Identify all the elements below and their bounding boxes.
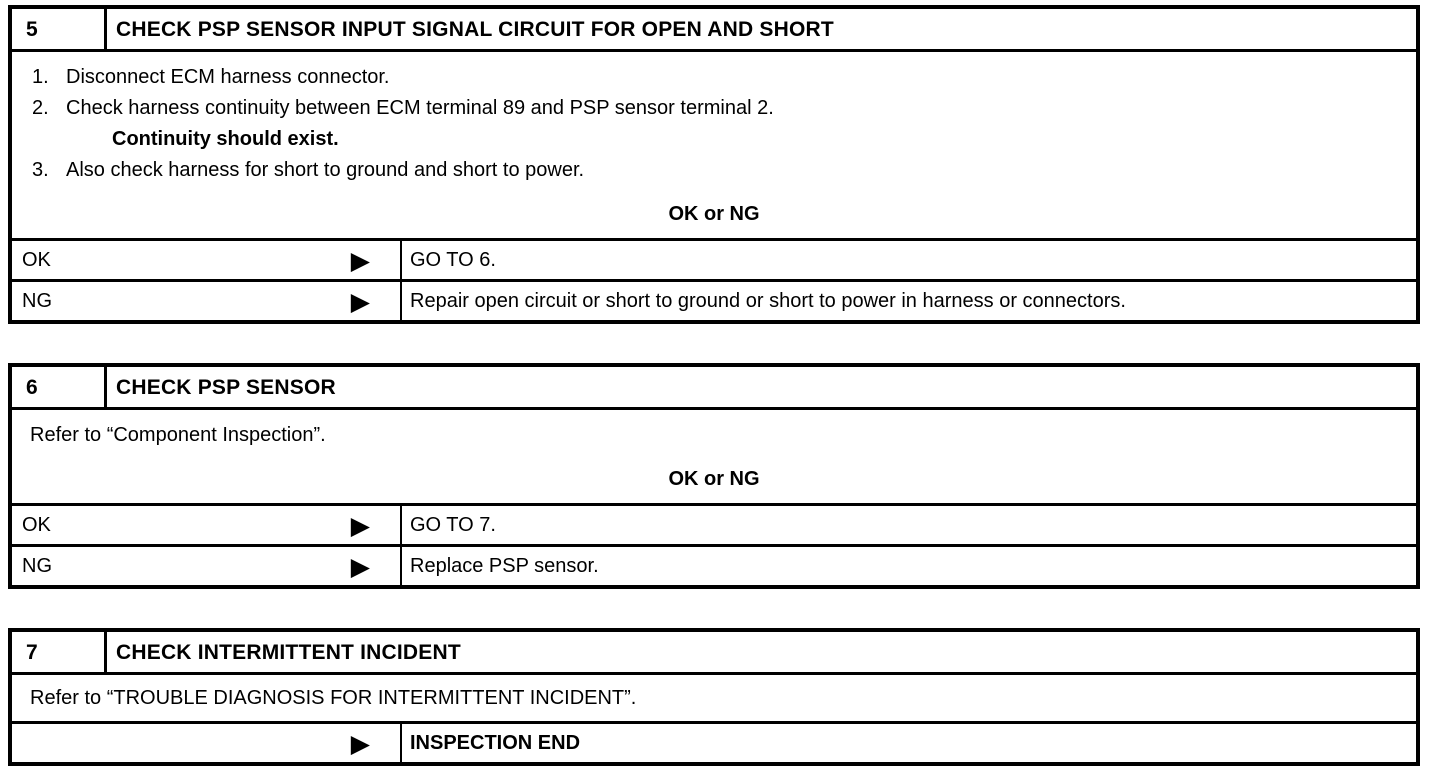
step-number: 5 (12, 9, 107, 49)
result-cell: ▶ (12, 724, 402, 762)
result-row-end: ▶ INSPECTION END (12, 721, 1416, 762)
ok-or-ng-label: OK or NG (668, 203, 760, 225)
action-text: GO TO 7. (410, 513, 496, 536)
instruction-number: 2. (32, 97, 49, 119)
result-label: OK (22, 513, 51, 536)
result-cell: OK ▶ (12, 506, 402, 544)
step-7-header: 7 CHECK INTERMITTENT INCIDENT (12, 632, 1416, 675)
instruction-text: Also check harness for short to ground a… (66, 159, 585, 181)
step-title: CHECK INTERMITTENT INCIDENT (116, 641, 461, 664)
expected-result-text: Continuity should exist. (112, 128, 339, 150)
step-number: 6 (12, 367, 107, 407)
result-label: OK (22, 248, 51, 271)
result-arrow-icon: ▶ (350, 286, 370, 316)
ok-or-ng-label: OK or NG (668, 468, 760, 490)
action-text: GO TO 6. (410, 248, 496, 271)
action-text: Repair open circuit or short to ground o… (410, 289, 1126, 312)
instruction-line: 1. Disconnect ECM harness connector. (22, 62, 1406, 93)
diagnostic-step-7-table: 7 CHECK INTERMITTENT INCIDENT Refer to “… (8, 628, 1420, 766)
step-title: CHECK PSP SENSOR (116, 376, 336, 399)
step-title: CHECK PSP SENSOR INPUT SIGNAL CIRCUIT FO… (116, 18, 834, 41)
result-label: NG (22, 289, 52, 312)
result-cell: NG ▶ (12, 547, 402, 585)
instruction-line: 2. Check harness continuity between ECM … (22, 93, 1406, 124)
instruction-number: 1. (32, 66, 49, 88)
instruction-text: Refer to “TROUBLE DIAGNOSIS FOR INTERMIT… (30, 687, 637, 709)
result-cell: NG ▶ (12, 282, 402, 320)
result-label: NG (22, 554, 52, 577)
step-7-body: Refer to “TROUBLE DIAGNOSIS FOR INTERMIT… (12, 675, 1416, 721)
action-text: INSPECTION END (410, 731, 581, 754)
step-6-body: Refer to “Component Inspection”. OK or N… (12, 410, 1416, 503)
instruction-text: Check harness continuity between ECM ter… (66, 97, 774, 119)
diagnostic-step-6-table: 6 CHECK PSP SENSOR Refer to “Component I… (8, 363, 1420, 589)
diagnostic-step-5-table: 5 CHECK PSP SENSOR INPUT SIGNAL CIRCUIT … (8, 5, 1420, 324)
step-6-header: 6 CHECK PSP SENSOR (12, 367, 1416, 410)
instruction-text: Refer to “Component Inspection”. (30, 424, 326, 446)
instruction-text: Disconnect ECM harness connector. (66, 66, 390, 88)
result-row-ng: NG ▶ Repair open circuit or short to gro… (12, 279, 1416, 320)
result-arrow-icon: ▶ (350, 245, 370, 275)
instruction-line: 3. Also check harness for short to groun… (22, 155, 1406, 186)
result-row-ok: OK ▶ GO TO 7. (12, 503, 1416, 544)
instruction-number: 3. (32, 159, 49, 181)
result-arrow-icon: ▶ (350, 551, 370, 581)
action-text: Replace PSP sensor. (410, 554, 599, 577)
result-row-ng: NG ▶ Replace PSP sensor. (12, 544, 1416, 585)
result-row-ok: OK ▶ GO TO 6. (12, 238, 1416, 279)
step-number: 7 (12, 632, 107, 672)
result-arrow-icon: ▶ (350, 510, 370, 540)
step-5-header: 5 CHECK PSP SENSOR INPUT SIGNAL CIRCUIT … (12, 9, 1416, 52)
result-cell: OK ▶ (12, 241, 402, 279)
step-5-body: 1. Disconnect ECM harness connector. 2. … (12, 52, 1416, 238)
result-arrow-icon: ▶ (350, 728, 370, 758)
